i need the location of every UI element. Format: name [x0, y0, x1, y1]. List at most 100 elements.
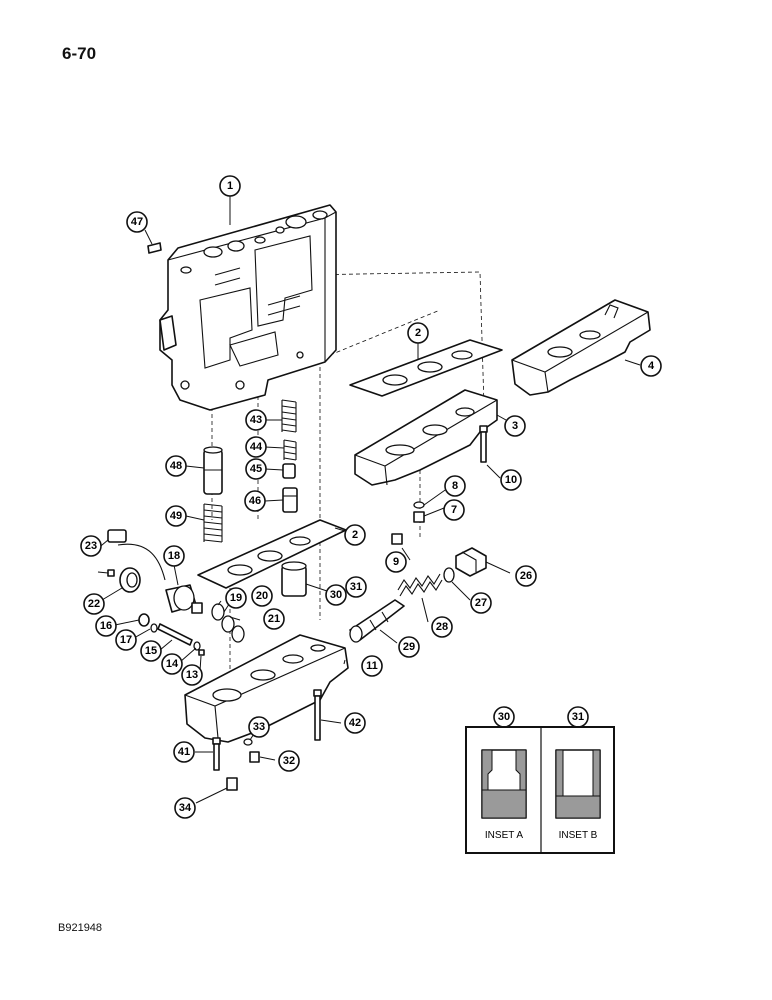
bolt-10 — [479, 425, 488, 463]
callout-c26-label: 26 — [520, 570, 532, 582]
callout-c15-label: 15 — [145, 645, 157, 657]
callout-c3-label: 3 — [512, 420, 518, 432]
spool-29 — [349, 599, 405, 643]
callout-c2b-label: 2 — [352, 529, 358, 541]
inset-a-callout: 30 — [493, 706, 515, 728]
plug-26 — [455, 547, 487, 577]
inset-box: INSET A INSET B — [465, 726, 615, 854]
valve-body-1 — [159, 204, 337, 411]
callout-c2b: 2 — [344, 524, 366, 546]
callout-c1: 1 — [219, 175, 241, 197]
callout-c7-label: 7 — [451, 504, 457, 516]
callout-c46-label: 46 — [249, 495, 261, 507]
plug-45 — [282, 463, 296, 479]
callout-c20: 20 — [251, 585, 273, 607]
callout-c42-label: 42 — [349, 717, 361, 729]
callout-c16: 16 — [95, 615, 117, 637]
inset-b-callout: 31 — [567, 706, 589, 728]
callout-c44: 44 — [245, 436, 267, 458]
callout-c32: 32 — [278, 750, 300, 772]
callout-c2a: 2 — [407, 322, 429, 344]
callout-c23: 23 — [80, 535, 102, 557]
callout-c29: 29 — [398, 636, 420, 658]
callout-c15: 15 — [140, 640, 162, 662]
callout-c48-label: 48 — [170, 460, 182, 472]
callout-c41-label: 41 — [178, 746, 190, 758]
plug-46 — [282, 487, 298, 513]
callout-c19: 19 — [225, 587, 247, 609]
callout-c33-label: 33 — [253, 721, 265, 733]
plate-22 — [119, 567, 141, 593]
callout-c8: 8 — [444, 475, 466, 497]
gasket-2-lower — [197, 519, 347, 589]
callout-c20-label: 20 — [256, 590, 268, 602]
callout-c27-label: 27 — [475, 597, 487, 609]
inset-b-callout-label: 31 — [572, 711, 584, 723]
callout-c34-label: 34 — [179, 802, 192, 814]
callout-c26: 26 — [515, 565, 537, 587]
callout-c9: 9 — [385, 551, 407, 573]
callout-c13-label: 13 — [186, 669, 198, 681]
callout-c30: 30 — [325, 584, 347, 606]
pin-47 — [147, 242, 162, 254]
sleeve-30-31 — [281, 561, 307, 597]
callout-c45: 45 — [245, 458, 267, 480]
inset-b-drawing — [555, 749, 601, 819]
callout-c41: 41 — [173, 741, 195, 763]
spring-28 — [397, 573, 443, 597]
callout-c16-label: 16 — [100, 620, 112, 632]
callout-c42: 42 — [344, 712, 366, 734]
callout-c4: 4 — [640, 355, 662, 377]
callout-c14: 14 — [161, 653, 183, 675]
small-parts-7-8-9 — [391, 501, 425, 545]
cover-plate-4 — [511, 299, 651, 396]
callout-c3: 3 — [504, 415, 526, 437]
page-number: 6-70 — [62, 44, 97, 63]
callout-c48: 48 — [165, 455, 187, 477]
inset-b-label: INSET B — [559, 830, 598, 841]
callout-c28: 28 — [431, 616, 453, 638]
gasket-2-upper — [349, 339, 503, 397]
callout-c10: 10 — [500, 469, 522, 491]
callout-c49-label: 49 — [170, 510, 182, 522]
callout-c17-label: 17 — [120, 634, 132, 646]
callout-c18-label: 18 — [168, 550, 180, 562]
callout-c45-label: 45 — [250, 463, 262, 475]
callout-c4-label: 4 — [648, 360, 655, 372]
callout-c31: 31 — [345, 576, 367, 598]
callout-c13: 13 — [181, 664, 203, 686]
callout-c22: 22 — [83, 593, 105, 615]
plug-32 — [249, 751, 260, 763]
callout-c9-label: 9 — [393, 556, 399, 568]
callout-c17: 17 — [115, 629, 137, 651]
sleeve-48 — [203, 446, 223, 495]
callout-c33: 33 — [248, 716, 270, 738]
callout-c28-label: 28 — [436, 621, 448, 633]
callout-c29-label: 29 — [403, 641, 415, 653]
callout-c31-label: 31 — [350, 581, 362, 593]
callout-c10-label: 10 — [505, 474, 517, 486]
bolt-42 — [313, 689, 322, 741]
valve-body-11 — [184, 634, 349, 743]
callout-c43-label: 43 — [250, 414, 262, 426]
callout-c44-label: 44 — [250, 441, 263, 453]
callout-c49: 49 — [165, 505, 187, 527]
callout-c7: 7 — [443, 499, 465, 521]
callout-c21-label: 21 — [268, 613, 280, 625]
spring-44 — [283, 439, 297, 461]
callout-c21: 21 — [263, 608, 285, 630]
callout-c47-label: 47 — [131, 216, 143, 228]
callout-c43: 43 — [245, 409, 267, 431]
plate-3 — [354, 389, 498, 486]
bolt-41 — [212, 737, 221, 771]
callout-c22-label: 22 — [88, 598, 100, 610]
callout-c2a-label: 2 — [415, 327, 421, 339]
o-rings-19-20-21 — [211, 603, 245, 643]
ring-33 — [243, 738, 253, 746]
callout-c11-label: 11 — [366, 660, 378, 672]
callout-c46: 46 — [244, 490, 266, 512]
spring-43 — [281, 399, 297, 433]
callout-c19-label: 19 — [230, 592, 242, 604]
inset-a-callout-label: 30 — [498, 711, 510, 723]
